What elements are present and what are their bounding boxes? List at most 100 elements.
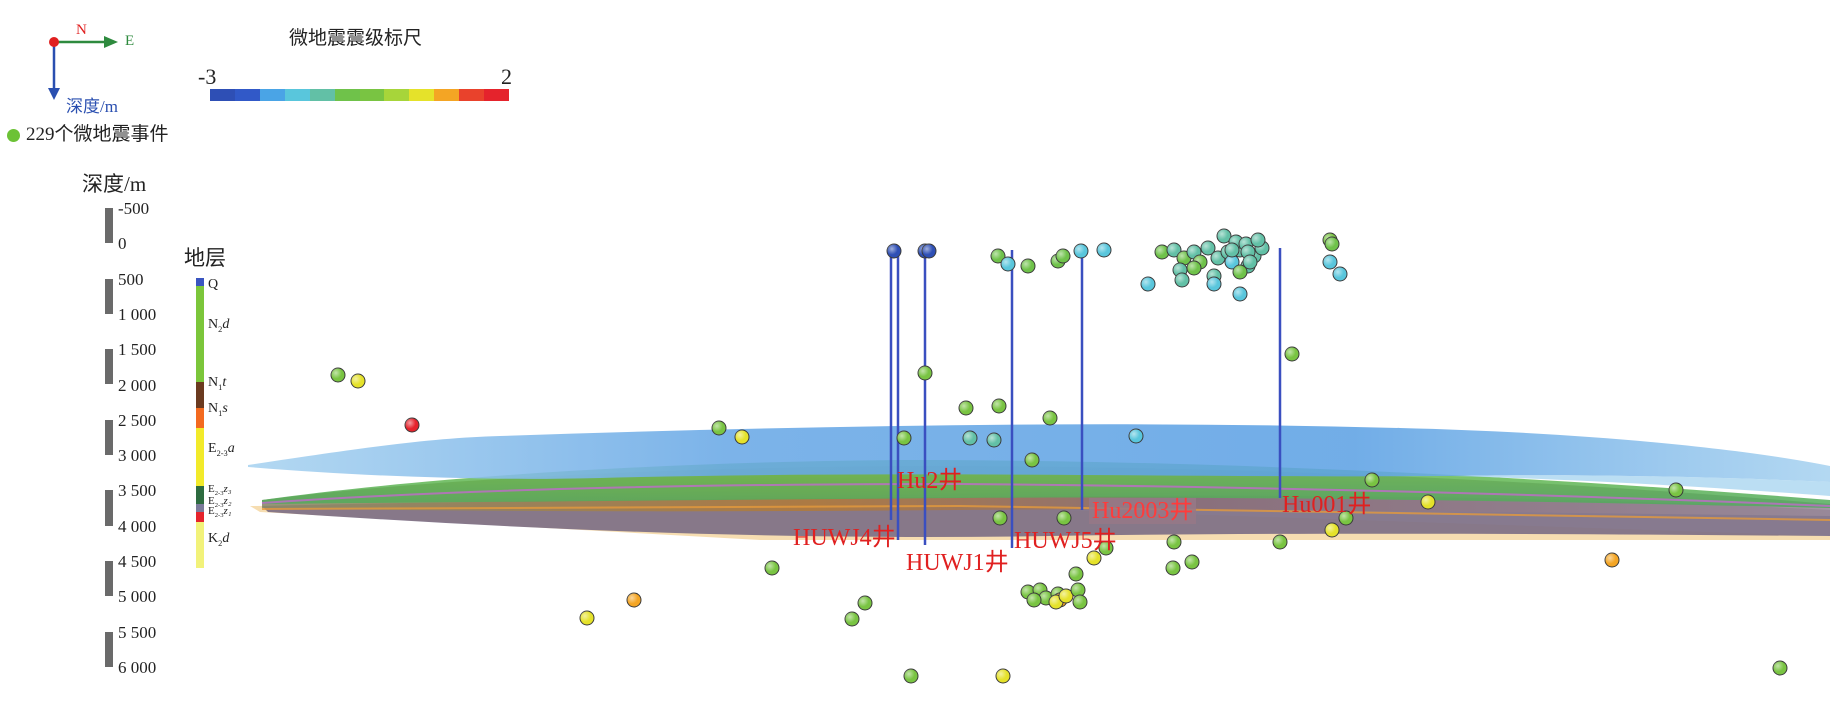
strata-layer-label: E2-3z₂: [208, 495, 232, 510]
strata-layer-label: N2d: [208, 317, 230, 334]
magnitude-color-segment: [434, 89, 460, 101]
strata-layer-block: [196, 486, 204, 504]
microseismic-event-highlight: [1225, 243, 1239, 257]
microseismic-event-highlight: [1339, 511, 1353, 525]
depth-tick-label: 1 000: [118, 304, 157, 324]
strata-column: [196, 278, 204, 568]
magnitude-color-segment: [459, 89, 485, 101]
strata-layer-block: [196, 504, 204, 512]
microseismic-event-highlight: [897, 431, 911, 445]
microseismic-event-highlight: [1225, 255, 1239, 269]
depth-tick-label: 6 000: [118, 657, 157, 677]
depth-ruler-segment: [105, 349, 113, 385]
depth-tick-label: 2 500: [118, 410, 157, 430]
strata-layer-label: E2-3z₁: [208, 505, 232, 520]
microseismic-event-highlight: [331, 368, 345, 382]
magnitude-color-segment: [484, 89, 510, 101]
strata-layer-label: E2-3z₃: [208, 483, 232, 498]
depth-tick-label: 5 500: [118, 622, 157, 642]
event-legend-label: 229个微地震事件: [26, 124, 169, 145]
depth-tick-label: 3 000: [118, 446, 157, 466]
microseismic-event-highlight: [918, 366, 932, 380]
microseismic-event-highlight: [1141, 277, 1155, 291]
microseismic-event-highlight: [1167, 243, 1181, 257]
depth-tick-label: 5 000: [118, 587, 157, 607]
microseismic-event-highlight: [351, 374, 365, 388]
microseismic-event-highlight: [1097, 243, 1111, 257]
depth-tick-label: 4 500: [118, 552, 157, 571]
strata-layer-block: [196, 278, 204, 286]
depth-ruler-segment: [105, 313, 113, 350]
microseismic-event-highlight: [405, 418, 419, 432]
magnitude-scale-title: 微地震震级标尺: [289, 28, 423, 49]
magnitude-color-segment: [259, 89, 285, 101]
magnitude-color-segment: [409, 89, 435, 101]
depth-ruler-segment: [105, 278, 113, 314]
microseismic-event-highlight: [959, 401, 973, 415]
microseismic-event-highlight: [1773, 661, 1787, 675]
magnitude-color-segment: [359, 89, 385, 101]
microseismic-event-highlight: [1605, 553, 1619, 567]
microseismic-event-highlight: [1187, 261, 1201, 275]
strata-layer-label: E2-3a: [208, 441, 235, 458]
well-label-huwj4: HUWJ4井: [793, 525, 896, 551]
depth-ruler-segment: [105, 490, 113, 526]
microseismic-event-highlight: [1323, 255, 1337, 269]
microseismic-event-highlight: [1021, 259, 1035, 273]
microseismic-event-highlight: [1243, 255, 1257, 269]
magnitude-color-segment: [210, 89, 235, 101]
strata-title: 地层: [184, 246, 226, 270]
microseismic-event-highlight: [580, 611, 594, 625]
microseismic-event-highlight: [845, 612, 859, 626]
strata-layer-block: [196, 428, 204, 486]
microseismic-event-highlight: [1071, 583, 1085, 597]
magnitude-color-segment: [384, 89, 410, 101]
depth-tick-label: 500: [118, 269, 144, 289]
compass-north-label: N: [76, 22, 87, 38]
magnitude-color-segment: [284, 89, 310, 101]
depth-ruler-segment: [105, 243, 113, 279]
microseismic-event-highlight: [1027, 593, 1041, 607]
strata-layer-label: K2d: [208, 531, 230, 548]
microseismic-event-highlight: [1185, 555, 1199, 569]
microseismic-event-highlight: [963, 431, 977, 445]
microseismic-event-highlight: [904, 669, 918, 683]
microseismic-event-highlight: [992, 399, 1006, 413]
depth-tick-label: 1 500: [118, 340, 157, 360]
microseismic-event-highlight: [1057, 511, 1071, 525]
strata-layer-label: N1s: [208, 401, 228, 418]
microseismic-event-highlight: [712, 421, 726, 435]
microseismic-event-highlight: [887, 244, 901, 258]
microseismic-event-highlight: [627, 593, 641, 607]
microseismic-event-highlight: [1025, 453, 1039, 467]
microseismic-event-highlight: [1365, 473, 1379, 487]
strata-layer-block: [196, 522, 204, 568]
microseismic-event-highlight: [1201, 241, 1215, 255]
event-legend-marker: [7, 129, 20, 142]
microseismic-event-highlight: [765, 561, 779, 575]
microseismic-event-highlight: [1056, 249, 1070, 263]
microseismic-event-highlight: [991, 249, 1005, 263]
depth-ruler-segment: [105, 525, 113, 561]
depth-ruler-segment: [105, 631, 113, 667]
well-label-huwj5: HUWJ5井: [1014, 528, 1117, 554]
microseismic-event-highlight: [1325, 523, 1339, 537]
microseismic-event-highlight: [1273, 535, 1287, 549]
well-label-huwj1: HUWJ1井: [906, 550, 1009, 576]
magnitude-color-segment: [309, 89, 335, 101]
compass-icon: [48, 36, 118, 100]
strata-layer-block: [196, 286, 204, 382]
well-label-hu2: Hu2井: [897, 468, 963, 494]
depth-tick-label: 2 000: [118, 375, 157, 395]
microseismic-event-highlight: [1059, 589, 1073, 603]
stratum-surface-blue: [248, 424, 1830, 482]
depth-tick-label: 4 000: [118, 516, 157, 536]
microseismic-event-highlight: [987, 433, 1001, 447]
microseismic-event-highlight: [922, 244, 936, 258]
microseismic-event-highlight: [1129, 429, 1143, 443]
depth-tick-label: 0: [118, 234, 127, 254]
microseismic-event-highlight: [993, 511, 1007, 525]
microseismic-event-highlight: [1001, 257, 1015, 271]
depth-ruler-segment: [105, 455, 113, 491]
depth-ruler-segment: [105, 208, 113, 244]
